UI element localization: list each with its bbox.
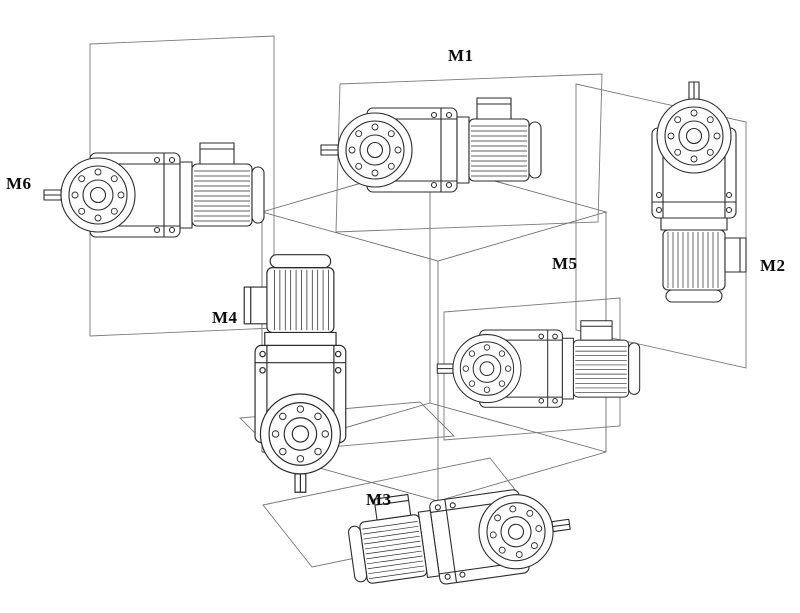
label-m6: M6 — [6, 174, 32, 193]
gear-motor-m5-drawing — [436, 320, 641, 408]
gear-motor-m6-drawing — [43, 142, 265, 238]
label-m1: M1 — [448, 46, 474, 65]
mounting-plane-m1 — [335, 73, 603, 233]
label-m3: M3 — [366, 490, 392, 509]
gear-motor-m2-drawing — [651, 81, 747, 303]
label-m2: M2 — [760, 256, 786, 275]
gear-motor-m4-drawing — [243, 254, 347, 493]
gear-motor-m1-drawing — [320, 97, 542, 193]
label-m5: M5 — [552, 254, 578, 273]
mounting-plane-m5 — [443, 297, 621, 441]
label-m4: M4 — [212, 308, 238, 327]
